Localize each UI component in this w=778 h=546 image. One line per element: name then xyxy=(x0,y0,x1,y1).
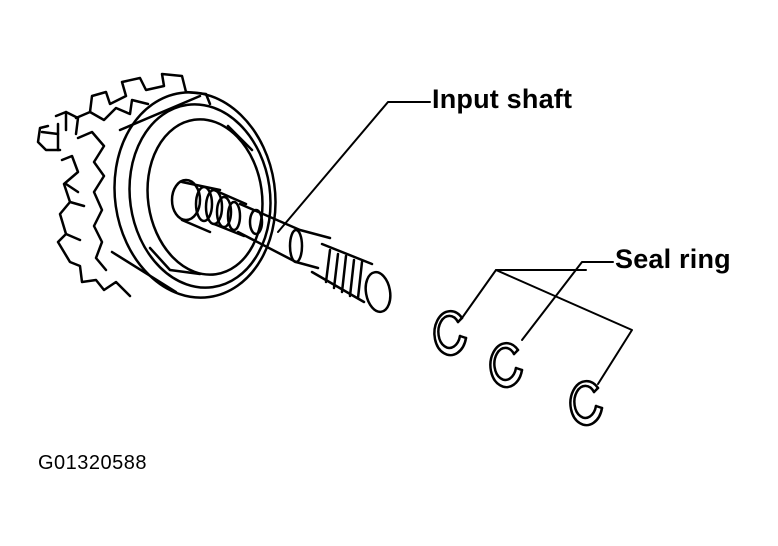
shaft-spline-end xyxy=(364,270,392,314)
input-shaft-label: Input shaft xyxy=(432,84,573,114)
seal-ring-leader xyxy=(461,261,633,385)
figure-code: G01320588 xyxy=(38,452,148,474)
input-shaft xyxy=(170,178,392,314)
drum-rear-hub xyxy=(36,110,80,152)
seal-ring-label: Seal ring xyxy=(615,244,731,274)
drum-spline-teeth xyxy=(56,72,212,298)
seal-ring-2 xyxy=(489,341,524,389)
input-shaft-leader xyxy=(277,101,431,233)
seal-ring-1 xyxy=(433,309,468,357)
clutch-drum xyxy=(36,72,277,299)
seal-ring-3 xyxy=(569,379,604,427)
drum-front-rim xyxy=(113,91,277,299)
